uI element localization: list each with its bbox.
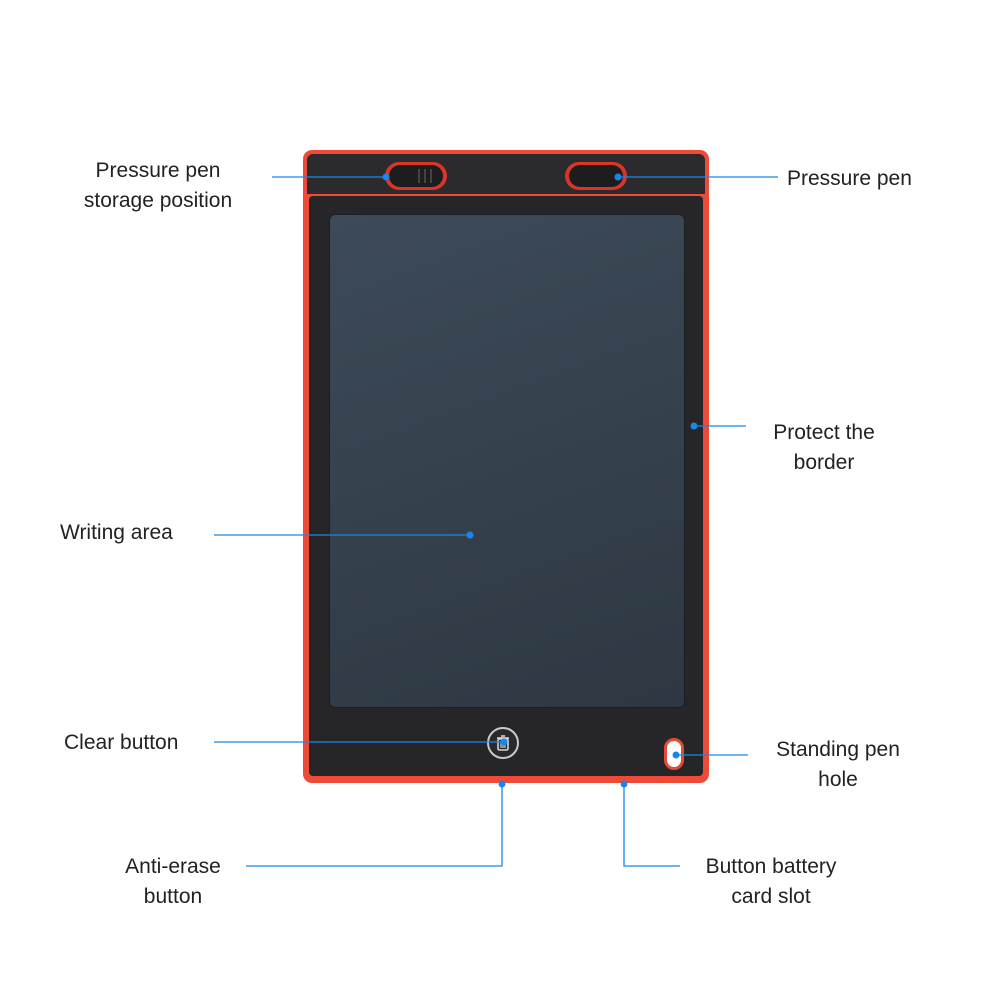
label-pen-storage-line1: Pressure pen: [95, 159, 221, 182]
pen-storage-slot[interactable]: [385, 162, 447, 190]
label-battery-slot-line1: Button battery: [705, 855, 837, 878]
label-clear-button: Clear button: [64, 731, 179, 754]
dot-border: [690, 422, 698, 430]
leader-anti-erase: [246, 784, 503, 867]
label-writing-area: Writing area: [60, 521, 173, 544]
label-stand-hole-line2: hole: [818, 768, 858, 791]
pressure-pen-body: [569, 165, 623, 187]
pen-storage-grip: [389, 165, 443, 187]
pressure-pen[interactable]: [565, 162, 627, 190]
label-battery-slot: Button battery card slot: [690, 852, 852, 912]
dot-pen-storage: [382, 173, 390, 181]
label-pen-storage: Pressure pen storage position: [72, 156, 244, 216]
label-border-line2: border: [793, 451, 855, 474]
dot-writing-area: [466, 531, 474, 539]
label-border-line1: Protect the: [773, 421, 875, 444]
dot-battery-slot: [620, 780, 628, 788]
label-pen: Pressure pen: [787, 167, 912, 190]
label-anti-erase-line2: button: [143, 885, 203, 908]
label-stand-hole-line1: Standing pen: [776, 738, 900, 761]
grip-ridges-icon: [418, 169, 432, 183]
dot-anti-erase: [498, 780, 506, 788]
dot-pen: [614, 173, 622, 181]
dot-clear-button: [500, 738, 508, 746]
label-anti-erase-line1: Anti-erase: [125, 855, 221, 878]
writing-area[interactable]: [329, 214, 685, 708]
leader-battery-slot: [623, 784, 680, 867]
label-battery-slot-line2: card slot: [731, 885, 811, 908]
label-anti-erase: Anti-erase button: [108, 852, 238, 912]
tablet-top-bar: [307, 154, 705, 194]
label-border: Protect the border: [754, 418, 894, 478]
label-pen-storage-line2: storage position: [83, 189, 233, 212]
dot-stand-hole: [672, 751, 680, 759]
label-stand-hole: Standing pen hole: [764, 735, 912, 795]
